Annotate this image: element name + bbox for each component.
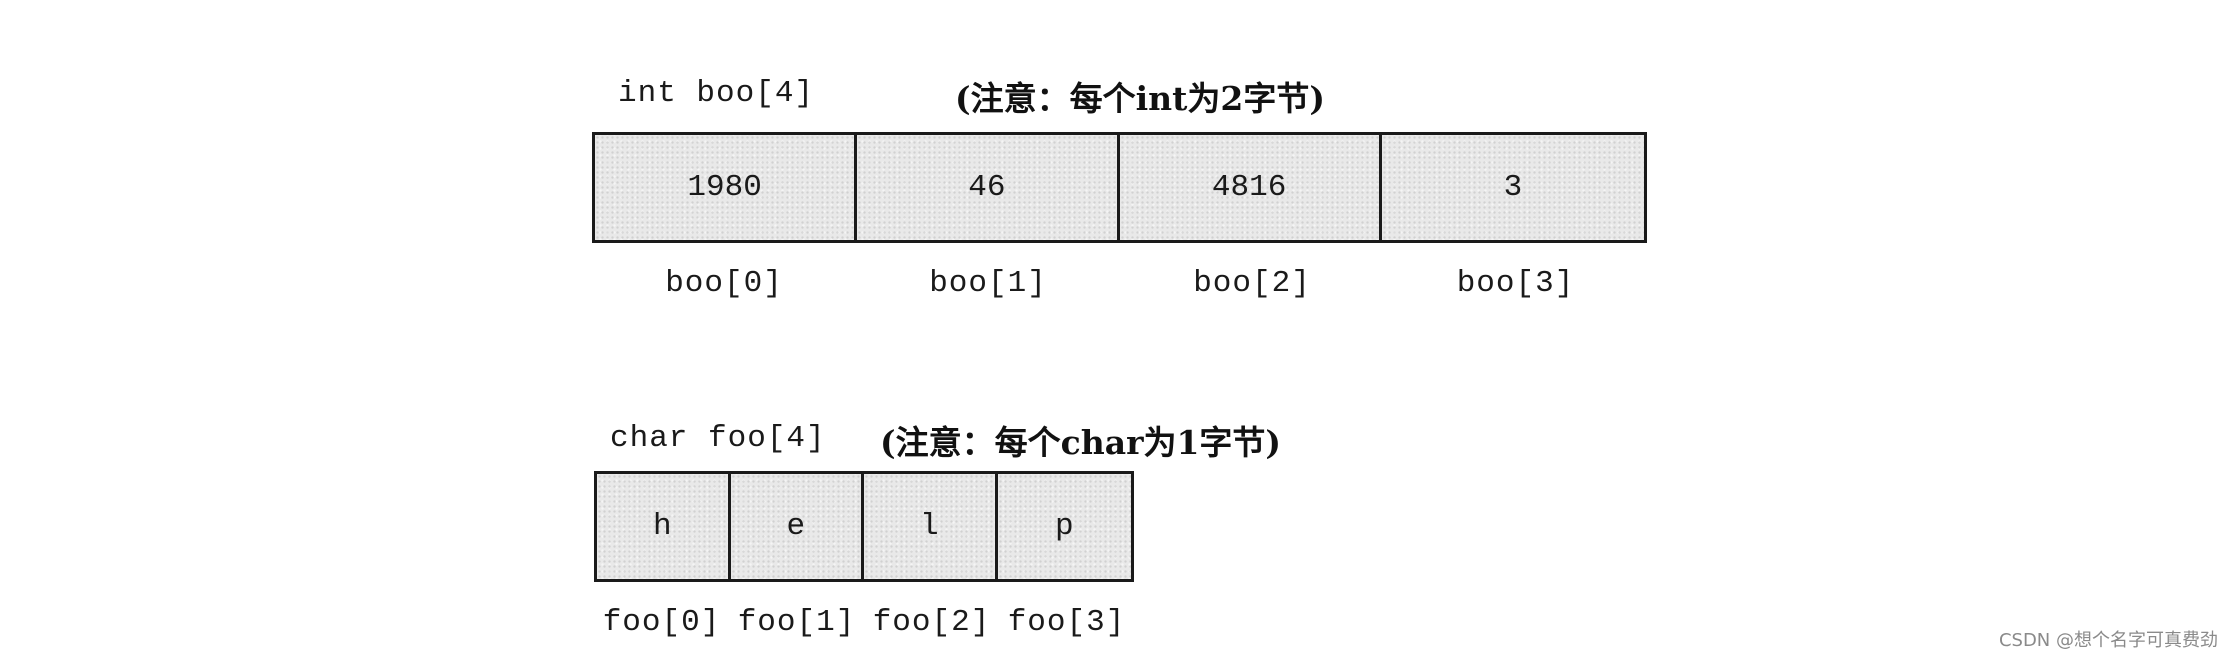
int-array-cell: 46 (857, 135, 1120, 240)
int-array-index-label: boo[0] (665, 266, 783, 301)
char-array-cell: p (997, 474, 1132, 579)
int-array-cell: 1980 (595, 135, 858, 240)
char-array-declaration: char foo[4] (610, 421, 826, 456)
int-array-cell: 3 (1381, 135, 1644, 240)
char-array-cell: h (597, 474, 731, 579)
char-array-boxes: h e l p (594, 471, 1134, 582)
char-array-cell: e (730, 474, 865, 579)
int-array-declaration: int boo[4] (618, 76, 815, 111)
int-array-index-label: boo[1] (929, 266, 1047, 301)
char-array-index-label: foo[0] (602, 605, 721, 640)
int-array-size-note: (注意：每个int为2字节) (955, 79, 1325, 118)
csdn-watermark: CSDN @想个名字可真费劲 (1998, 630, 2218, 651)
int-array-cell: 4816 (1119, 135, 1382, 240)
char-array-size-note: (注意：每个char为1字节) (880, 423, 1282, 462)
char-array-index-label: foo[3] (1007, 605, 1126, 640)
int-array-index-label: boo[3] (1456, 266, 1575, 301)
char-array-cell: l (864, 474, 998, 579)
int-array-boxes: 1980 46 4816 3 (592, 132, 1647, 243)
int-array-index-label: boo[2] (1193, 266, 1311, 301)
char-array-index-label: foo[2] (872, 605, 991, 640)
char-array-index-label: foo[1] (737, 605, 856, 640)
